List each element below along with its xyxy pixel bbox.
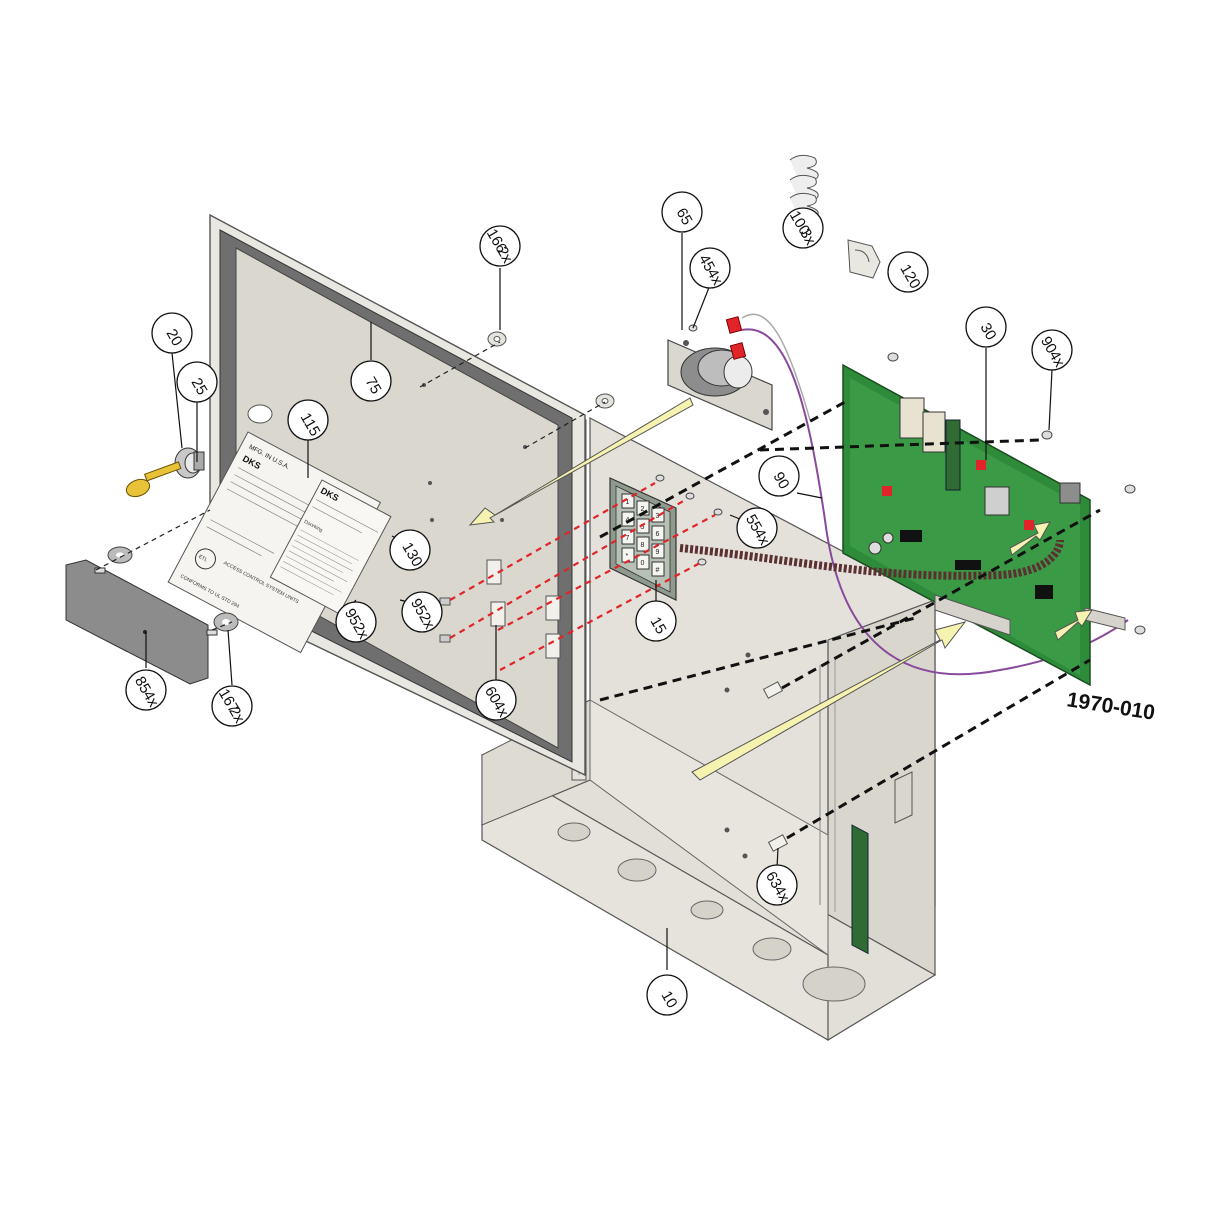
keypad-key xyxy=(651,525,665,541)
keypad-key-label: 8 xyxy=(641,542,645,549)
callout-c20: 20 xyxy=(151,312,193,354)
callout-number: 55 xyxy=(742,512,765,535)
callout-c10: 10 xyxy=(646,974,688,1016)
keypad-key xyxy=(636,536,650,552)
callout-circle xyxy=(211,685,253,727)
callout-circle xyxy=(125,669,167,711)
callout-circle xyxy=(350,360,392,402)
callout-number: 95 xyxy=(407,596,430,619)
keypad-key-label: # xyxy=(656,567,660,574)
callout-c30: 30 xyxy=(965,306,1007,348)
keypad-key-label: 5 xyxy=(641,524,645,531)
callout-number: 15 xyxy=(647,614,670,637)
callout-circle xyxy=(479,225,521,267)
ribbon-cable xyxy=(679,539,1064,580)
callout-c25: 25 xyxy=(176,361,218,403)
callout-number: 85 xyxy=(131,674,154,697)
callout-circle xyxy=(635,600,677,642)
keypad-key-label: 1 xyxy=(626,499,630,506)
cover-plate-85 xyxy=(65,559,218,685)
callout-number: 95 xyxy=(341,606,364,629)
callout-c115: 115 xyxy=(287,399,329,441)
callout-circle xyxy=(287,399,329,441)
callout-circle xyxy=(689,247,731,289)
callout-circle xyxy=(475,679,517,721)
callout-number: 45 xyxy=(695,252,718,275)
keypad-key xyxy=(636,554,650,570)
callout-circle xyxy=(1031,329,1073,371)
keypad-key-label: 3 xyxy=(656,513,660,520)
screws xyxy=(655,324,1146,635)
callout-c65: 65 xyxy=(661,191,703,233)
callout-c75: 75 xyxy=(350,360,392,402)
keypad-key xyxy=(651,507,665,523)
callout-circle xyxy=(335,601,377,643)
etl-mark xyxy=(194,548,216,570)
callout-number: 90 xyxy=(1037,334,1060,357)
keypad-key xyxy=(651,561,665,577)
callout-number: 10 xyxy=(658,988,681,1011)
callout-circle xyxy=(646,974,688,1016)
callout-circle xyxy=(176,361,218,403)
keypad-key-label: 7 xyxy=(626,535,630,542)
callout-c130: 130 xyxy=(389,529,431,571)
callout-circle xyxy=(401,591,443,633)
callout-number: 75 xyxy=(362,374,385,397)
grommets-166 xyxy=(487,331,615,409)
assembly-lines-red xyxy=(449,482,716,671)
callout-number: 60 xyxy=(481,684,504,707)
callout-circle xyxy=(756,864,798,906)
flow-arrows xyxy=(468,397,1093,781)
callout-circle xyxy=(758,455,800,497)
label-etl: ETL xyxy=(197,554,208,564)
callout-number: 20 xyxy=(163,326,186,349)
speaker xyxy=(667,316,773,431)
callout-c90b: 90 xyxy=(758,455,800,497)
callout-c15: 15 xyxy=(635,600,677,642)
keypad-key-label: 2 xyxy=(641,506,645,513)
circuit-board xyxy=(842,363,1126,955)
callout-c120: 120 xyxy=(887,251,929,293)
callout-number: 65 xyxy=(673,205,696,228)
keypad-key-label: * xyxy=(626,553,629,560)
callout-circle xyxy=(736,507,778,549)
callout-circle xyxy=(151,312,193,354)
callout-number: 90 xyxy=(770,469,793,492)
keypad-key-label: 9 xyxy=(656,549,660,556)
callout-circle xyxy=(389,529,431,571)
callout-circle xyxy=(965,306,1007,348)
callouts: 1015202530454x554x604x634x6575854x904x90… xyxy=(125,191,1073,1016)
bracket-120 xyxy=(847,239,881,279)
callout-number: 30 xyxy=(977,320,1000,343)
keypad-key-label: 6 xyxy=(656,531,660,538)
keypad-key xyxy=(636,518,650,534)
keypad-key-label: 0 xyxy=(641,560,645,567)
key-icon xyxy=(125,461,182,498)
callout-number: 63 xyxy=(762,869,785,892)
assembly-lines-black xyxy=(599,400,1101,840)
data-label-130: DKS Doorking xyxy=(269,479,392,615)
callout-number: 25 xyxy=(188,375,211,398)
assembly-lines-thin xyxy=(95,341,606,631)
part-number: 1970-010 xyxy=(1065,688,1156,725)
callout-circle xyxy=(782,207,824,249)
callout-circle xyxy=(661,191,703,233)
callout-circle xyxy=(887,251,929,293)
